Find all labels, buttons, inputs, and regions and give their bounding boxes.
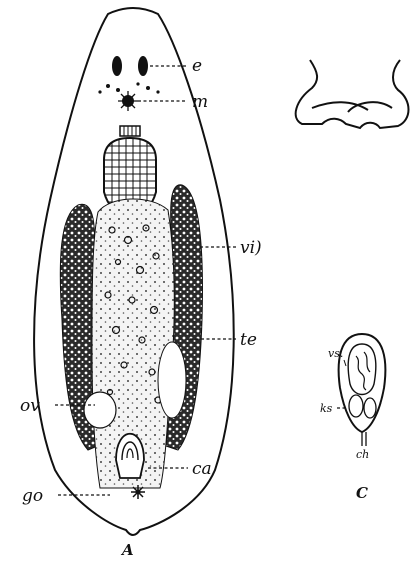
- label-m: m: [192, 92, 208, 112]
- label-vs: vs.: [328, 347, 343, 360]
- testes: [158, 342, 186, 418]
- copulatory-apparatus: [116, 434, 144, 478]
- figure-b-head-outline: [296, 60, 409, 128]
- label-ch: ch: [356, 448, 369, 461]
- granule-gland: [349, 395, 363, 417]
- label-vi: vi): [240, 238, 262, 258]
- seminal-vesicle: [348, 344, 376, 395]
- label-go: go: [22, 486, 43, 506]
- label-te: te: [240, 330, 257, 350]
- genital-pore: [131, 485, 145, 499]
- ovary: [84, 392, 116, 428]
- label-ks: ks: [320, 402, 333, 415]
- caption-a: A: [120, 541, 134, 559]
- figure-a: e m vi) te ov ca go A: [20, 8, 262, 559]
- label-ov: ov: [20, 396, 40, 416]
- label-ca: ca: [192, 459, 212, 479]
- figure-c: vs. ks ch C: [320, 334, 385, 502]
- label-e: e: [192, 56, 202, 76]
- mouth-marker: [118, 91, 138, 111]
- caption-c: C: [356, 484, 368, 502]
